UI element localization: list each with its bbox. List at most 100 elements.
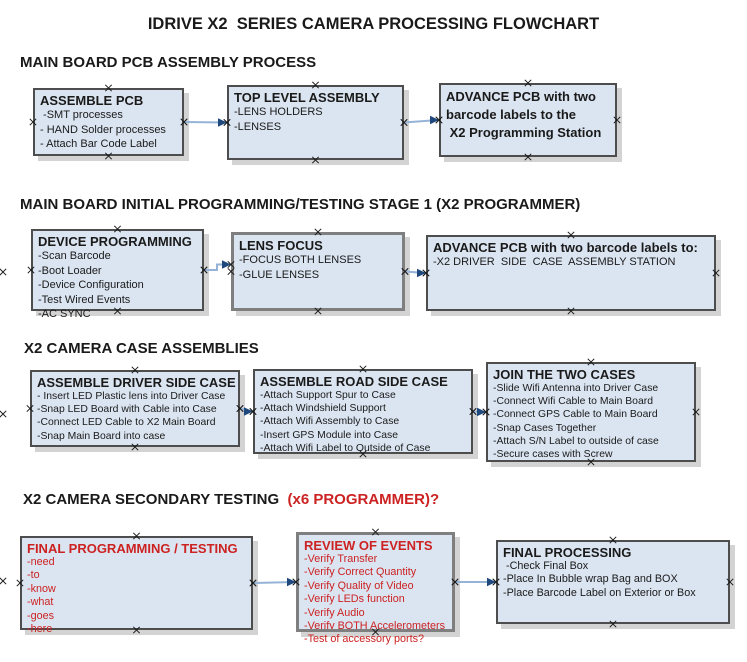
box-item: - Attach Bar Code Label xyxy=(40,138,157,150)
box-items: -need-to-know-what-goes-here xyxy=(27,556,246,636)
box-item: -Attach Wifi Assembly to Case xyxy=(260,416,400,428)
connector-arrowhead xyxy=(430,115,439,125)
box-item: -X2 DRIVER SIDE CASE ASSEMBLY STATION xyxy=(433,256,676,268)
box-title: ADVANCE PCB with two barcode labels to t… xyxy=(446,89,602,140)
connector-arrowhead xyxy=(218,118,227,127)
box-item: -Attach Windshield Support xyxy=(260,403,386,415)
connection-x-marker xyxy=(0,268,7,276)
box-lens-focus: LENS FOCUS -FOCUS BOTH LENSES -GLUE LENSE… xyxy=(231,232,405,311)
connection-x-marker xyxy=(0,577,7,585)
box-review-of-events: REVIEW OF EVENTS -Verify Transfer-Verify… xyxy=(296,532,455,645)
section-heading-initial-programming: MAIN BOARD INITIAL PROGRAMMING/TESTING S… xyxy=(20,196,581,213)
box-item: -Snap Cases Together xyxy=(493,422,597,434)
box-items: -Attach Support Spur to Case -Attach Wind… xyxy=(260,389,466,455)
box-title: ASSEMBLE DRIVER SIDE CASE xyxy=(37,375,236,390)
box-item: -Attach Wifi Label to Outside of Case xyxy=(260,442,431,454)
box-item: -goes xyxy=(27,609,55,622)
box-item: -LENSES xyxy=(234,120,282,133)
connector-line xyxy=(239,407,253,413)
box-items: -Scan Barcode -Boot Loader -Device Configu… xyxy=(38,249,197,322)
section-heading-secondary-testing-black: X2 CAMERA SECONDARY TESTING xyxy=(23,491,280,508)
box-assemble-driver-side-case: ASSEMBLE DRIVER SIDE CASE - Insert LED P… xyxy=(30,370,240,447)
box-item: -Slide Wifi Antenna into Driver Case xyxy=(493,383,659,394)
box-item: -Connect Wifi Cable to Main Board xyxy=(493,396,653,408)
box-item: -Snap Main Board into case xyxy=(37,430,166,442)
box-item: -FOCUS BOTH LENSES xyxy=(239,254,362,266)
box-assemble-road-side-case: ASSEMBLE ROAD SIDE CASE -Attach Support … xyxy=(253,369,473,454)
box-item: -Verify BOTH Accelerometers xyxy=(304,620,445,633)
box-title: ASSEMBLE PCB xyxy=(40,93,144,108)
connector-arrowhead xyxy=(222,260,231,269)
box-items: -LENS HOLDERS -LENSES xyxy=(234,105,397,134)
box-title: REVIEW OF EVENTS xyxy=(304,538,433,553)
box-item: -GLUE LENSES xyxy=(239,268,320,281)
box-items: -X2 DRIVER SIDE CASE ASSEMBLY STATION xyxy=(433,255,709,270)
box-assemble-pcb: ASSEMBLE PCB -SMT processes - HAND Solder… xyxy=(33,88,184,156)
box-title: FINAL PROGRAMMING / TESTING xyxy=(27,541,238,556)
box-item: -SMT processes xyxy=(40,109,123,121)
box-item: -Test of accessory ports? xyxy=(304,633,425,646)
connector-line xyxy=(472,410,486,413)
box-item: -need xyxy=(27,556,55,568)
connector-arrowhead xyxy=(244,407,253,416)
box-items: -SMT processes - HAND Solder processes - A… xyxy=(40,108,177,152)
box-join-the-two-cases: JOIN THE TWO CASES -Slide Wifi Antenna i… xyxy=(486,362,696,462)
box-item: -Scan Barcode xyxy=(38,250,111,262)
connector-arrowhead xyxy=(287,577,296,587)
box-items: -Slide Wifi Antenna into Driver Case -Con… xyxy=(493,382,689,461)
box-final-processing: FINAL PROCESSING -Check Final Box-Place … xyxy=(496,540,730,624)
box-item: - HAND Solder processes xyxy=(40,123,166,136)
box-item: -Attach Support Spur to Case xyxy=(260,390,396,401)
section-heading-secondary-testing-red: (x6 PROGRAMMER)? xyxy=(279,491,440,508)
box-title: JOIN THE TWO CASES xyxy=(493,367,636,382)
box-item: -Check Final Box xyxy=(503,560,589,572)
box-item: -Verify Audio xyxy=(304,606,365,619)
box-title: LENS FOCUS xyxy=(239,238,323,253)
box-items: - Insert LED Plastic lens into Driver Ca… xyxy=(37,390,233,443)
box-item: -Boot Loader xyxy=(38,264,102,277)
box-item: -Verify Quality of Video xyxy=(304,579,414,592)
section-heading-pcb-assembly: MAIN BOARD PCB ASSEMBLY PROCESS xyxy=(20,54,317,71)
box-item: -LENS HOLDERS xyxy=(234,106,323,118)
connector-arrowhead xyxy=(417,268,426,278)
box-title: ADVANCE PCB with two barcode labels to: xyxy=(433,240,698,255)
box-items: -Check Final Box-Place In Bubble wrap Ba… xyxy=(503,560,723,600)
section-heading-secondary-testing: X2 CAMERA SECONDARY TESTING (x6 PROGRAMM… xyxy=(23,491,439,508)
box-item: -Test Wired Events xyxy=(38,293,131,306)
box-item: - Insert LED Plastic lens into Driver Ca… xyxy=(37,391,226,402)
section-heading-case-assemblies: X2 CAMERA CASE ASSEMBLIES xyxy=(24,340,259,357)
box-title: FINAL PROCESSING xyxy=(503,545,632,560)
box-top-level-assembly: TOP LEVEL ASSEMBLY -LENS HOLDERS -LENSES xyxy=(227,85,404,160)
box-item: -Device Configuration xyxy=(38,279,144,291)
box-advance-pcb-to-case-assembly: ADVANCE PCB with two barcode labels to: … xyxy=(426,235,716,311)
box-item: -Connect GPS Cable to Main Board xyxy=(493,409,658,421)
connection-x-marker xyxy=(0,410,7,418)
box-item: -Verify LEDs function xyxy=(304,593,405,606)
box-advance-pcb-to-programming-station: ADVANCE PCB with two barcode labels to t… xyxy=(439,83,617,157)
box-item: -Place In Bubble wrap Bag and BOX xyxy=(503,573,678,586)
box-title: DEVICE PROGRAMMING xyxy=(38,234,192,249)
connector-arrowhead xyxy=(487,577,496,587)
box-item: -AC SYNC xyxy=(38,308,91,320)
box-item: -Attach S/N Label to outside of case xyxy=(493,435,659,447)
box-item: -Verify Correct Quantity xyxy=(304,566,417,579)
connector-line xyxy=(403,119,439,124)
box-title: TOP LEVEL ASSEMBLY xyxy=(234,90,380,105)
box-final-programming-testing: FINAL PROGRAMMING / TESTING -need-to-kno… xyxy=(20,536,253,635)
box-item: -to xyxy=(27,569,40,582)
box-title: ASSEMBLE ROAD SIDE CASE xyxy=(260,374,448,389)
box-items: -Verify Transfer-Verify Correct Quantity… xyxy=(304,553,447,647)
box-item: -know xyxy=(27,582,56,595)
box-device-programming: DEVICE PROGRAMMING -Scan Barcode -Boot Lo… xyxy=(31,229,204,320)
connector-line xyxy=(252,581,296,584)
connector-line xyxy=(204,263,230,271)
box-item: -Verify Transfer xyxy=(304,553,378,565)
box-items: -FOCUS BOTH LENSES -GLUE LENSES xyxy=(239,253,397,282)
page-title: IDRIVE X2 SERIES CAMERA PROCESSING FLOWC… xyxy=(147,15,600,33)
box-item: -Place Barcode Label on Exterior or Box xyxy=(503,586,696,599)
connector-line xyxy=(404,270,426,274)
connector-line xyxy=(183,121,227,124)
box-item: -Connect LED Cable to X2 Main Board xyxy=(37,417,216,429)
box-item: -what xyxy=(27,596,54,609)
